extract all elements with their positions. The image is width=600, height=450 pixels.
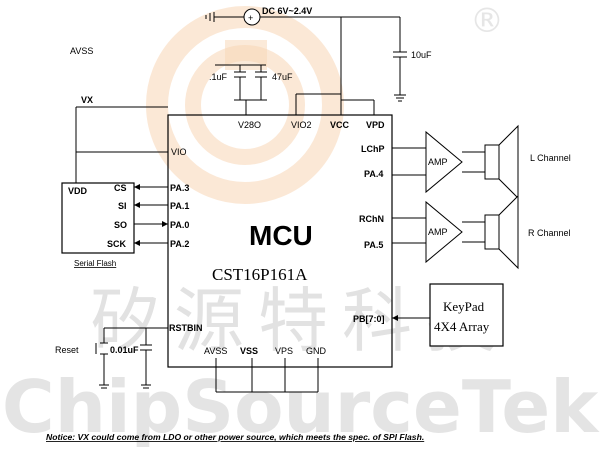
- pin-pa3: PA.3: [170, 183, 189, 193]
- notice-text: Notice: VX could come from LDO or other …: [46, 432, 424, 442]
- reset-ground-left-icon: [99, 384, 109, 389]
- decoupling-caps: .1uF 47uF: [209, 64, 341, 115]
- watermark-cn-text: 矽源特科技: [90, 280, 510, 362]
- dc-label: DC 6V~2.4V: [262, 6, 312, 16]
- reset-cap-label: 0.01uF: [110, 345, 139, 355]
- arrow-sck-icon: [134, 240, 140, 246]
- pin-lchp: LChP: [361, 144, 385, 154]
- pin-v28o: V28O: [238, 120, 261, 130]
- pin-pa4: PA.4: [364, 169, 383, 179]
- ground-symbol-icon: [394, 94, 406, 102]
- flash-cs: CS: [114, 183, 127, 193]
- flash-sck: SCK: [107, 239, 127, 249]
- speaker-right-icon: [484, 194, 519, 270]
- flash-so: SO: [114, 220, 127, 230]
- reset-label: Reset: [55, 345, 79, 355]
- watermark-logo: [146, 6, 344, 204]
- pin-vio: VIO: [171, 147, 187, 157]
- flash-vdd: VDD: [68, 186, 88, 196]
- arrow-so-icon: [162, 221, 168, 227]
- right-channel-output: AMP R Channel: [392, 194, 571, 270]
- mcu-part-number: CST16P161A: [212, 265, 308, 284]
- pin-vcc: VCC: [330, 120, 350, 130]
- watermark-registered: ®: [470, 1, 504, 41]
- reset-circuit: Reset 0.01uF: [55, 327, 168, 389]
- vx-rail: VX: [75, 95, 168, 183]
- pin-rstbin: RSTBIN: [169, 323, 203, 333]
- vx-label: VX: [81, 95, 93, 105]
- pin-avss: AVSS: [204, 346, 227, 356]
- flash-si: SI: [118, 201, 127, 211]
- amp-right-icon: [425, 200, 463, 264]
- arrow-keypad-icon: [392, 315, 398, 321]
- pin-pa5: PA.5: [364, 240, 383, 250]
- arrow-si-icon: [134, 202, 140, 208]
- reset-ground-right-icon: [141, 384, 151, 389]
- pin-vps: VPS: [275, 346, 293, 356]
- pin-pa0: PA.0: [170, 220, 189, 230]
- left-channel-output: AMP L Channel: [392, 124, 571, 200]
- mcu-title: MCU: [249, 220, 313, 251]
- mcu-block: MCU CST16P161A V28O VIO2 VCC VPD VIO PA.…: [167, 114, 393, 368]
- serial-flash-block: VDD CS SI SO SCK Serial Flash: [61, 182, 168, 268]
- watermark-en-text: ChipSourceTek: [2, 365, 600, 449]
- amp-right-label: AMP: [428, 227, 448, 237]
- speaker-left-icon: [484, 124, 519, 200]
- pin-vpd: VPD: [366, 120, 385, 130]
- cap-47uf-label: 47uF: [272, 72, 293, 82]
- pin-pa2: PA.2: [170, 239, 189, 249]
- cap-10uf-label: 10uF: [411, 50, 432, 60]
- flash-caption: Serial Flash: [74, 259, 116, 268]
- pin-vio2: VIO2: [291, 120, 312, 130]
- pin-pb: PB[7:0]: [353, 314, 385, 324]
- pin-vss: VSS: [240, 346, 258, 356]
- amp-left-label: AMP: [428, 157, 448, 167]
- cap-01uf-label: .1uF: [209, 72, 228, 82]
- l-channel-label: L Channel: [530, 153, 571, 163]
- r-channel-label: R Channel: [528, 228, 571, 238]
- power-supply: + DC 6V~2.4V 10uF: [205, 6, 432, 115]
- keypad-line2: 4X4 Array: [434, 319, 490, 334]
- keypad-block: KeyPad 4X4 Array: [392, 283, 504, 347]
- arrow-cs-icon: [134, 184, 140, 190]
- pin-rchn: RChN: [359, 214, 384, 224]
- capacitor-10uf-icon: [393, 51, 407, 58]
- amp-left-icon: [425, 130, 463, 194]
- avss-top-label: AVSS: [70, 46, 93, 56]
- bottom-ground-bus: [215, 358, 319, 393]
- pin-pa1: PA.1: [170, 201, 189, 211]
- svg-text:+: +: [248, 13, 253, 23]
- pin-gnd: GND: [306, 346, 327, 356]
- keypad-line1: KeyPad: [443, 299, 485, 314]
